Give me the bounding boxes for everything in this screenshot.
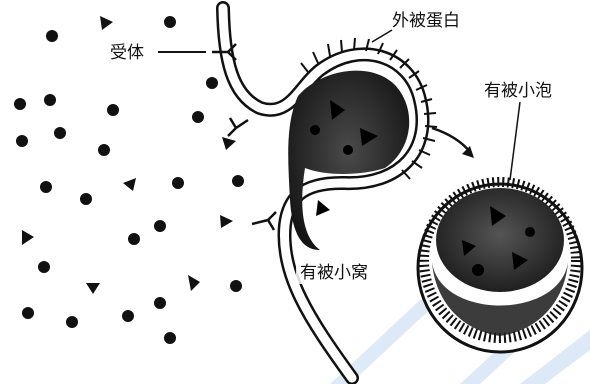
membrane-receptors [212,44,276,230]
coated-vesicle-label: 有被小泡 [484,81,552,101]
coat-protein-label-group: 外被蛋白 [372,11,460,42]
receptor-label-group: 受体 [110,43,206,63]
transition-arrow [432,128,474,158]
extracellular-particles [14,16,244,344]
coat-protein-leader-line [372,30,392,42]
coat-protein-label: 外被蛋白 [392,11,460,31]
coated-vesicle [418,182,582,352]
receptor-label: 受体 [110,43,144,63]
cell-membrane [223,8,423,378]
coated-vesicle-leader-line [510,102,520,180]
coated-pit-label-group: 有被小窝 [296,256,390,284]
coated-pit-label: 有被小窝 [300,263,368,283]
coated-vesicle-label-group: 有被小泡 [484,81,552,180]
